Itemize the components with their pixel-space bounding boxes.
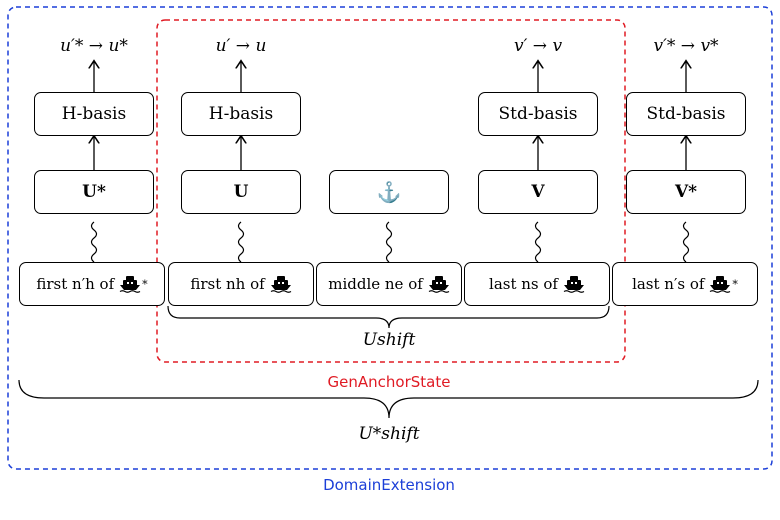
domain-extension-caption: DomainExtension bbox=[323, 476, 455, 494]
output-label-1: u′* → u* bbox=[60, 36, 128, 56]
squiggle-3 bbox=[385, 221, 393, 263]
star-superscript: * bbox=[732, 277, 738, 291]
bottom-box-label: middle ne of bbox=[328, 275, 423, 293]
std-basis-box-2: Std-basis bbox=[626, 92, 746, 136]
bottom-box-first-nh: first nh of bbox=[168, 262, 314, 306]
ship-icon bbox=[710, 276, 731, 293]
bottom-box-label: first n′h of bbox=[36, 275, 115, 293]
std-basis-box-1: Std-basis bbox=[478, 92, 598, 136]
squiggle-4 bbox=[534, 221, 542, 263]
v-star-box: V* bbox=[626, 170, 746, 214]
ship-icon bbox=[428, 276, 450, 293]
inner-brace bbox=[167, 305, 610, 329]
outer-brace bbox=[18, 379, 759, 419]
u-star-box: U* bbox=[34, 170, 154, 214]
bottom-box-last-ns-prime: last n′s of * bbox=[612, 262, 758, 306]
bottom-box-label: last n′s of bbox=[632, 275, 705, 293]
domain-extension-region bbox=[7, 6, 773, 470]
bottom-box-last-ns: last ns of bbox=[464, 262, 610, 306]
ship-icon bbox=[563, 276, 585, 293]
anchor-box: ⚓ bbox=[329, 170, 449, 214]
gen-anchor-state-region bbox=[156, 19, 626, 363]
bottom-box-label: first nh of bbox=[190, 275, 265, 293]
star-superscript: * bbox=[142, 277, 148, 291]
gen-anchor-state-caption: GenAnchorState bbox=[327, 373, 451, 391]
outer-brace-label: U*shift bbox=[358, 424, 420, 444]
anchor-icon: ⚓ bbox=[376, 180, 402, 204]
output-label-4: v′* → v* bbox=[653, 36, 719, 56]
output-label-3: v′ → v bbox=[513, 36, 563, 56]
h-basis-box-1: H-basis bbox=[34, 92, 154, 136]
output-label-2: u′ → u bbox=[215, 36, 267, 56]
h-basis-box-2: H-basis bbox=[181, 92, 301, 136]
u-box: U bbox=[181, 170, 301, 214]
squiggle-5 bbox=[682, 221, 690, 263]
bottom-box-first-nh-prime: first n′h of * bbox=[19, 262, 165, 306]
bottom-box-label: last ns of bbox=[489, 275, 558, 293]
squiggle-2 bbox=[237, 221, 245, 263]
v-box: V bbox=[478, 170, 598, 214]
inner-brace-label: Ushift bbox=[362, 330, 416, 350]
bottom-box-middle-ne: middle ne of bbox=[316, 262, 462, 306]
ship-icon bbox=[119, 276, 141, 293]
squiggle-1 bbox=[90, 221, 98, 263]
ship-icon bbox=[270, 276, 291, 293]
